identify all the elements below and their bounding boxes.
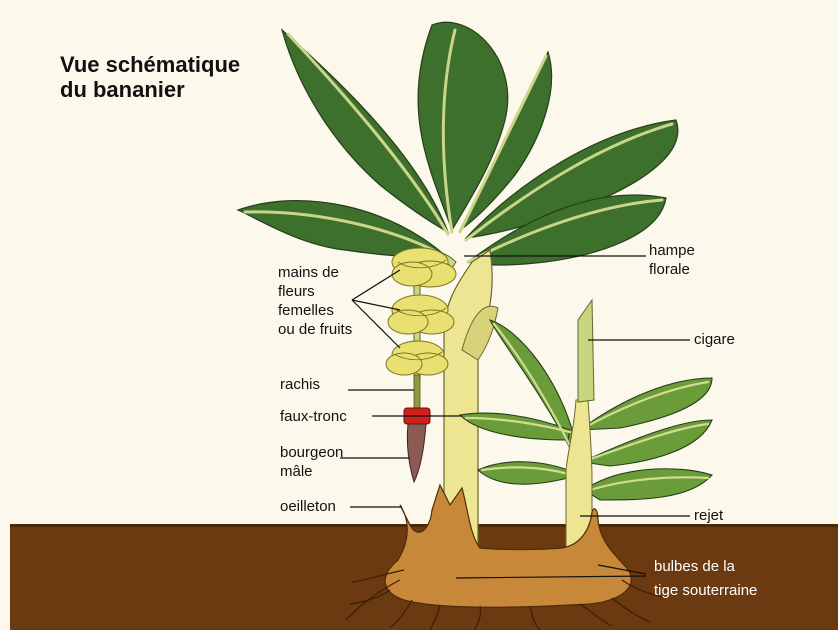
title-line-1: Vue schématique: [60, 52, 240, 77]
label-mains-line-2: fleurs: [278, 282, 352, 301]
label-hampe-florale: hampe florale: [649, 241, 695, 279]
label-rachis: rachis: [280, 375, 320, 394]
label-mains-line-3: femelles: [278, 301, 352, 320]
label-rejet: rejet: [694, 506, 723, 525]
label-oeilleton: oeilleton: [280, 497, 336, 516]
label-bourgeon-male: bourgeon mâle: [280, 443, 343, 481]
label-mains-line-4: ou de fruits: [278, 320, 352, 339]
label-bourgeon-line-2: mâle: [280, 462, 343, 481]
label-bulbes-line-2: tige souterraine: [654, 581, 757, 600]
label-mains-line-1: mains de: [278, 263, 352, 282]
label-hampe-line-2: florale: [649, 260, 695, 279]
label-cigare: cigare: [694, 330, 735, 349]
label-hampe-line-1: hampe: [649, 241, 695, 260]
diagram-title: Vue schématique du bananier: [60, 52, 240, 102]
rachis-shape: [414, 375, 420, 410]
title-line-2: du bananier: [60, 77, 240, 102]
label-mains-de-fleurs: mains de fleurs femelles ou de fruits: [278, 263, 352, 339]
label-bourgeon-line-1: bourgeon: [280, 443, 343, 462]
label-bulbes: bulbes de la tige souterraine: [654, 557, 757, 600]
label-faux-tronc: faux-tronc: [280, 407, 347, 426]
label-bulbes-line-1: bulbes de la: [654, 557, 757, 576]
